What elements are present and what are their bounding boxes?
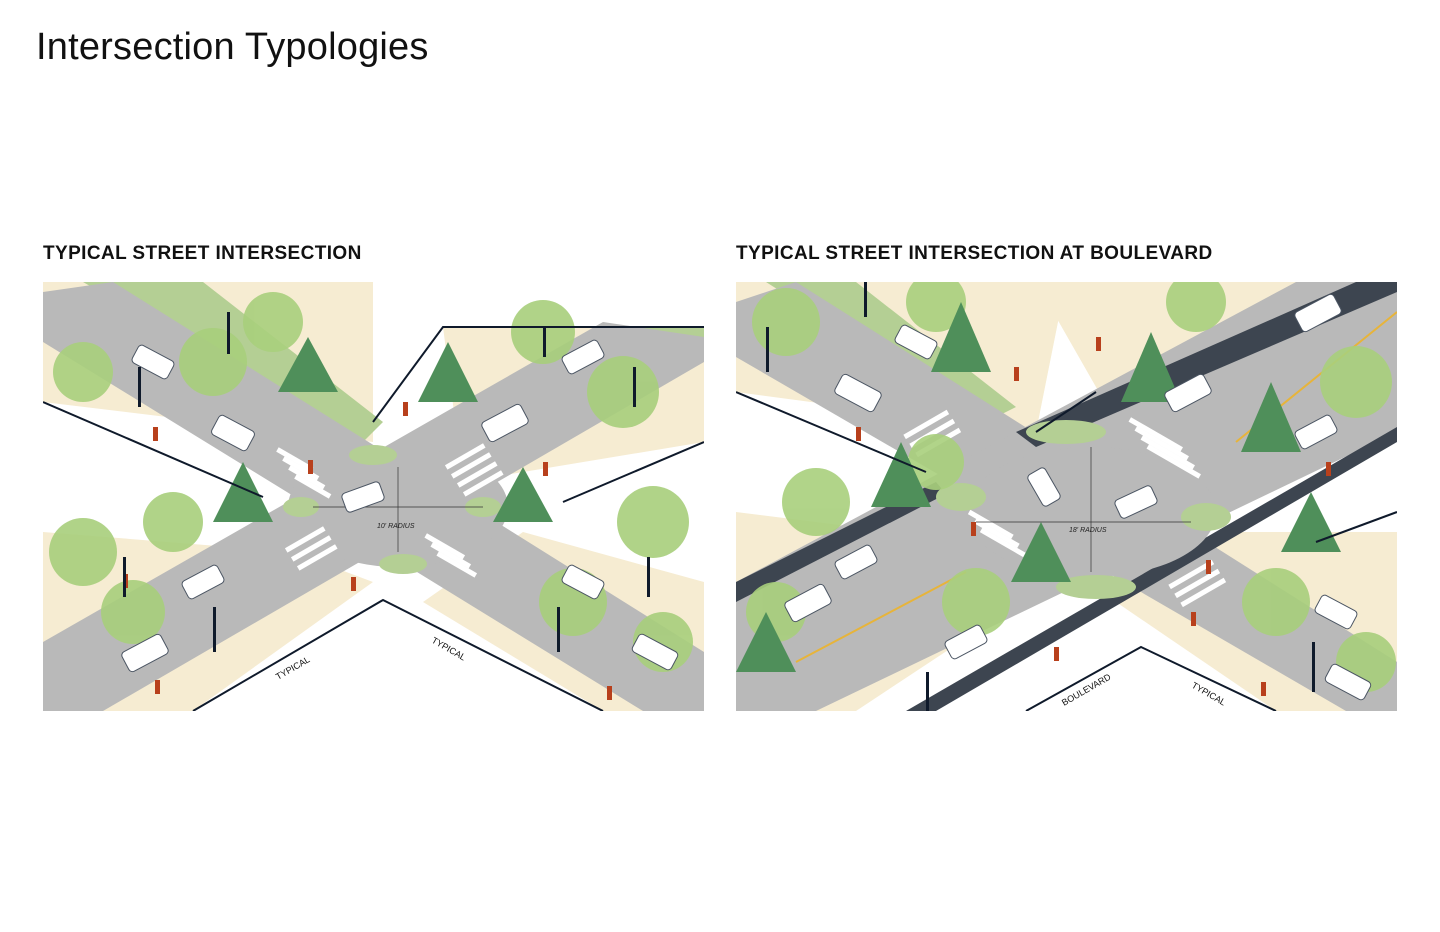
boulevard-intersection-illustration: 18' RADIUS	[736, 282, 1397, 711]
pedestrians	[856, 337, 1331, 696]
cars	[784, 293, 1372, 701]
block-outline-east	[562, 441, 704, 503]
typical-intersection-illustration: 10' RADIUS	[43, 282, 704, 711]
bike-lane-south	[906, 427, 1397, 711]
trees-light	[746, 282, 1396, 692]
cars	[121, 339, 679, 673]
block-outline-west	[43, 401, 264, 498]
trees-dark	[213, 337, 553, 522]
crosswalk-east	[444, 443, 504, 497]
street-lamps	[766, 282, 1315, 711]
street-lamps	[123, 312, 650, 652]
block-outline-south	[192, 598, 604, 711]
crosswalk-north	[276, 447, 332, 499]
corner-bulb-s	[379, 554, 427, 574]
block-outline-east	[1315, 511, 1397, 543]
crosswalk-south	[424, 533, 478, 578]
block-outline-west	[736, 391, 927, 473]
block-outline-north	[372, 326, 704, 423]
corner-bulb-w	[936, 483, 986, 511]
corner-bulb-n	[1026, 420, 1106, 444]
block-outline-south	[1025, 645, 1277, 711]
corner-bulb-s	[1056, 575, 1136, 599]
crosswalk-west	[284, 526, 338, 571]
panel-heading-typical: TYPICAL STREET INTERSECTION	[43, 243, 362, 264]
radius-label: 18' RADIUS	[1069, 527, 1107, 534]
radius-label: 10' RADIUS	[377, 523, 415, 530]
typical-intersection-svg: 10' RADIUS	[43, 282, 704, 711]
corner-bulb-w	[283, 497, 319, 517]
bike-lane-west	[736, 482, 946, 602]
corner-bulb-n	[349, 445, 397, 465]
yellow-centerline-b	[795, 571, 967, 663]
corner-bulb-e	[1181, 503, 1231, 531]
panel-heading-boulevard: TYPICAL STREET INTERSECTION AT BOULEVARD	[736, 243, 1213, 264]
block-outline-north	[1035, 391, 1097, 433]
page-title: Intersection Typologies	[36, 26, 429, 68]
boulevard-intersection-svg: 18' RADIUS	[736, 282, 1397, 711]
trees-dark	[736, 302, 1341, 672]
